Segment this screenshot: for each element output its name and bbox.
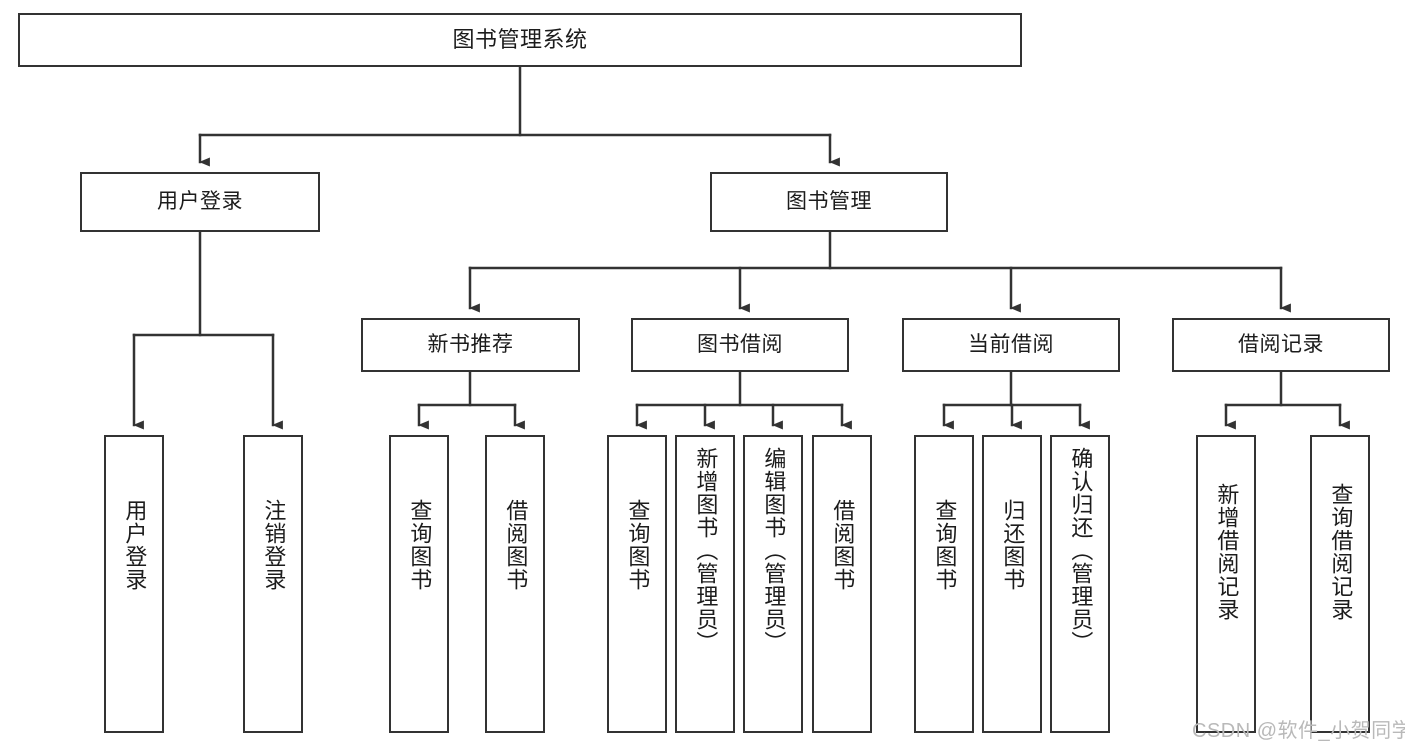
node-leaf-borrow-book-1-label: 借阅图书 <box>503 499 529 591</box>
node-leaf-query-book-3-label: 查询图书 <box>932 499 958 591</box>
node-leaf-user-login[interactable]: 用户登录 <box>104 435 164 733</box>
node-leaf-add-record[interactable]: 新增借阅记录 <box>1196 435 1256 733</box>
node-leaf-logout-label: 注销登录 <box>261 499 287 591</box>
node-leaf-borrow-book-2-label: 借阅图书 <box>830 499 856 591</box>
node-leaf-add-book[interactable]: 新增图书（管理员） <box>675 435 735 733</box>
node-new-book-rec[interactable]: 新书推荐 <box>361 318 580 372</box>
node-leaf-edit-book[interactable]: 编辑图书（管理员） <box>743 435 803 733</box>
node-leaf-confirm-return[interactable]: 确认归还（管理员） <box>1050 435 1110 733</box>
node-leaf-query-book-3[interactable]: 查询图书 <box>914 435 974 733</box>
node-leaf-return-book-label: 归还图书 <box>1000 499 1026 591</box>
node-current-borrow[interactable]: 当前借阅 <box>902 318 1120 372</box>
node-leaf-edit-book-label: 编辑图书（管理员） <box>761 447 787 654</box>
node-leaf-query-record-label: 查询借阅记录 <box>1328 483 1354 621</box>
node-book-borrow-label: 图书借阅 <box>697 333 783 357</box>
node-leaf-add-book-label: 新增图书（管理员） <box>693 447 719 654</box>
node-leaf-logout[interactable]: 注销登录 <box>243 435 303 733</box>
node-borrow-record-label: 借阅记录 <box>1238 333 1324 357</box>
node-user-login[interactable]: 用户登录 <box>80 172 320 232</box>
node-leaf-query-book-2[interactable]: 查询图书 <box>607 435 667 733</box>
node-leaf-add-record-label: 新增借阅记录 <box>1214 483 1240 621</box>
node-user-login-label: 用户登录 <box>157 190 243 214</box>
node-book-manage[interactable]: 图书管理 <box>710 172 948 232</box>
node-root-label: 图书管理系统 <box>452 26 588 52</box>
node-leaf-user-login-label: 用户登录 <box>122 499 148 591</box>
node-leaf-borrow-book-1[interactable]: 借阅图书 <box>485 435 545 733</box>
node-borrow-record[interactable]: 借阅记录 <box>1172 318 1390 372</box>
csdn-watermark: CSDN @软件_小贺同学 <box>1192 720 1405 742</box>
node-new-book-rec-label: 新书推荐 <box>427 333 514 357</box>
node-leaf-borrow-book-2[interactable]: 借阅图书 <box>812 435 872 733</box>
node-leaf-query-book-1-label: 查询图书 <box>407 499 433 591</box>
node-root[interactable]: 图书管理系统 <box>18 13 1022 67</box>
node-book-borrow[interactable]: 图书借阅 <box>631 318 849 372</box>
node-current-borrow-label: 当前借阅 <box>968 333 1054 357</box>
node-leaf-query-book-1[interactable]: 查询图书 <box>389 435 449 733</box>
node-leaf-query-record[interactable]: 查询借阅记录 <box>1310 435 1370 733</box>
node-leaf-return-book[interactable]: 归还图书 <box>982 435 1042 733</box>
node-leaf-confirm-return-label: 确认归还（管理员） <box>1068 447 1094 654</box>
node-leaf-query-book-2-label: 查询图书 <box>625 499 651 591</box>
node-book-manage-label: 图书管理 <box>786 190 872 214</box>
